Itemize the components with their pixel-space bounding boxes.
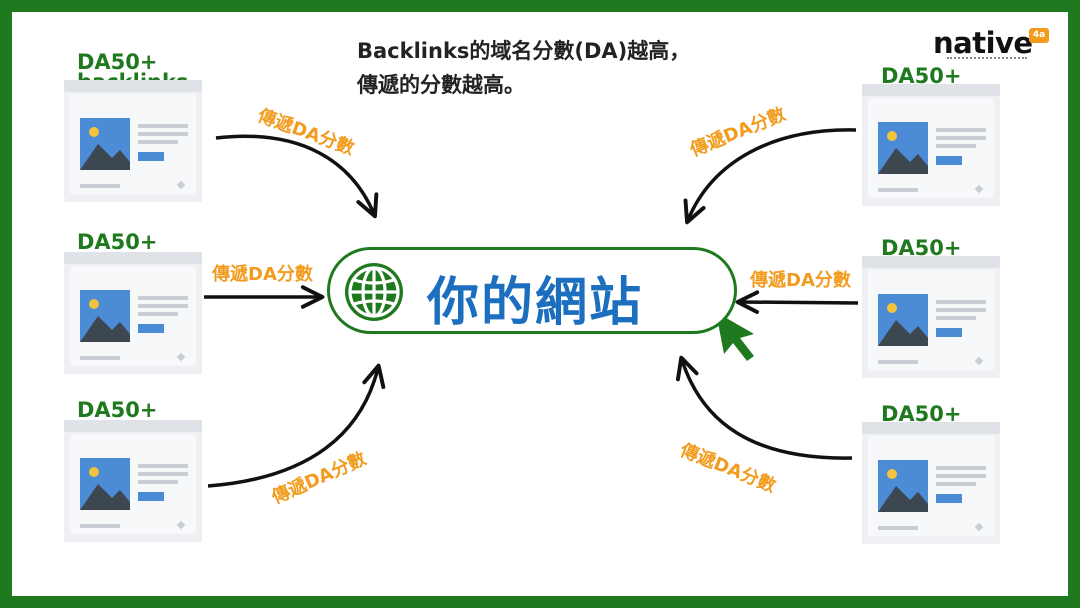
source-da-text: DA50+ xyxy=(77,398,158,422)
source-da-text: DA50+ xyxy=(77,230,158,254)
source-da-text: DA50+ xyxy=(881,236,962,260)
webpage-card-left-2 xyxy=(64,252,202,374)
webpage-card-right-1 xyxy=(862,84,1000,206)
logo-badge: 4a xyxy=(1029,28,1049,43)
native-logo: native xyxy=(933,26,1033,60)
globe-icon xyxy=(345,263,403,321)
arrow-label-left-middle: 傳遞DA分數 xyxy=(212,264,313,285)
cursor-icon xyxy=(716,312,754,361)
source-da-text: DA50+ xyxy=(881,64,962,88)
your-website-label: 你的網站 xyxy=(427,273,644,333)
webpage-card-right-3 xyxy=(862,422,1000,544)
source-da-text: DA50+ xyxy=(881,402,962,426)
heading-line-2: 傳遞的分數越高。 xyxy=(357,73,525,97)
webpage-card-left-3 xyxy=(64,420,202,542)
arrow-left-bottom xyxy=(207,363,386,488)
heading: Backlinks的域名分數(DA)越高， 傳遞的分數越高。 xyxy=(357,34,777,102)
webpage-card-right-2 xyxy=(862,256,1000,378)
heading-line-1: Backlinks的域名分數(DA)越高， xyxy=(357,39,691,63)
arrow-right-middle xyxy=(735,290,859,314)
arrow-right-top xyxy=(683,128,857,225)
arrow-right-bottom xyxy=(675,355,853,460)
diagram-canvas: Backlinks的域名分數(DA)越高， 傳遞的分數越高。 native 4a… xyxy=(12,12,1068,596)
source-da-text: DA50+ xyxy=(77,50,158,74)
webpage-card-left-1 xyxy=(64,80,202,202)
diagram-graphics xyxy=(64,80,1000,544)
logo-tagline-mark xyxy=(947,57,1027,62)
arrow-left-top xyxy=(215,134,379,219)
arrow-label-right-middle: 傳遞DA分數 xyxy=(750,270,851,291)
